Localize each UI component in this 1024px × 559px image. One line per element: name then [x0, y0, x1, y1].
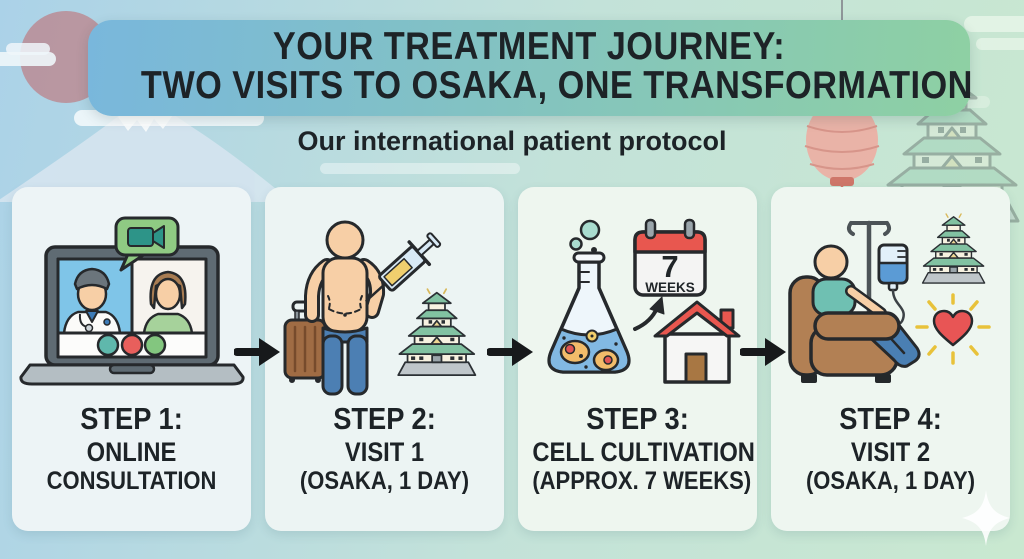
title-line-1: YOUR TREATMENT JOURNEY:	[272, 25, 786, 68]
house-icon	[653, 300, 741, 384]
step-name: ONLINE	[86, 437, 177, 467]
video-camera-bubble-icon	[114, 216, 180, 272]
step-label: STEP 2:	[333, 401, 436, 436]
patient-injection-suitcase-castle-icon	[283, 220, 477, 396]
step-label: STEP 4:	[839, 401, 942, 436]
osaka-castle-icon	[397, 288, 477, 377]
title-banner: YOUR TREATMENT JOURNEY: TWO VISITS TO OS…	[88, 20, 973, 116]
title-line-2: TWO VISITS TO OSAKA, ONE TRANSFORMATION	[140, 64, 973, 107]
page-title: YOUR TREATMENT JOURNEY: TWO VISITS TO OS…	[88, 20, 973, 107]
step-name: CELL CULTIVATION	[532, 437, 755, 467]
calendar-number: 7	[661, 249, 678, 284]
patient-avatar	[142, 270, 194, 335]
right-arrow-icon	[234, 338, 280, 366]
step-name: VISIT 1	[344, 437, 425, 467]
call-controls	[56, 331, 208, 359]
step-label: STEP 1:	[80, 401, 183, 436]
page-subtitle: Our international patient protocol	[297, 126, 727, 156]
right-arrow-icon	[487, 338, 533, 366]
doctor-avatar	[62, 267, 122, 335]
step-label: STEP 3:	[586, 401, 689, 436]
iv-drip-icon	[846, 220, 909, 326]
cell-culture-flask-icon	[547, 251, 631, 374]
step-detail: (OSAKA, 1 DAY)	[805, 467, 976, 495]
step-card-1: STEP 1: ONLINE CONSULTATION	[12, 187, 251, 531]
step-detail: (APPROX. 7 WEEKS)	[532, 467, 752, 495]
heart-icon	[915, 293, 991, 365]
step-detail: CONSULTATION	[46, 467, 217, 495]
video-consultation-laptop-icon	[19, 216, 245, 386]
right-arrow-icon	[740, 338, 786, 366]
iv-infusion-recliner-castle-heart-icon	[788, 213, 991, 383]
calendar-unit: WEEKS	[645, 280, 695, 295]
step-name: VISIT 2	[850, 437, 931, 467]
bubbles-icon	[569, 219, 601, 253]
step-detail: (OSAKA, 1 DAY)	[299, 467, 470, 495]
heart-rays	[915, 293, 991, 365]
curved-arrow-icon	[633, 296, 665, 331]
step-card-3: 7 WEEKS STEP 3: CELL CULTIVATION (APPROX…	[518, 187, 757, 531]
culture-flask-calendar-house-icon: 7 WEEKS	[547, 218, 741, 384]
patient-figure	[304, 220, 386, 396]
laptop-base	[19, 363, 245, 386]
calendar-icon: 7 WEEKS	[633, 218, 707, 297]
step-card-2: STEP 2: VISIT 1 (OSAKA, 1 DAY)	[265, 187, 504, 531]
syringe-icon	[365, 232, 442, 302]
step-card-4: STEP 4: VISIT 2 (OSAKA, 1 DAY)	[771, 187, 1010, 531]
sparkle-icon	[962, 490, 1010, 546]
armrest	[801, 311, 901, 383]
osaka-castle-icon	[921, 213, 986, 284]
